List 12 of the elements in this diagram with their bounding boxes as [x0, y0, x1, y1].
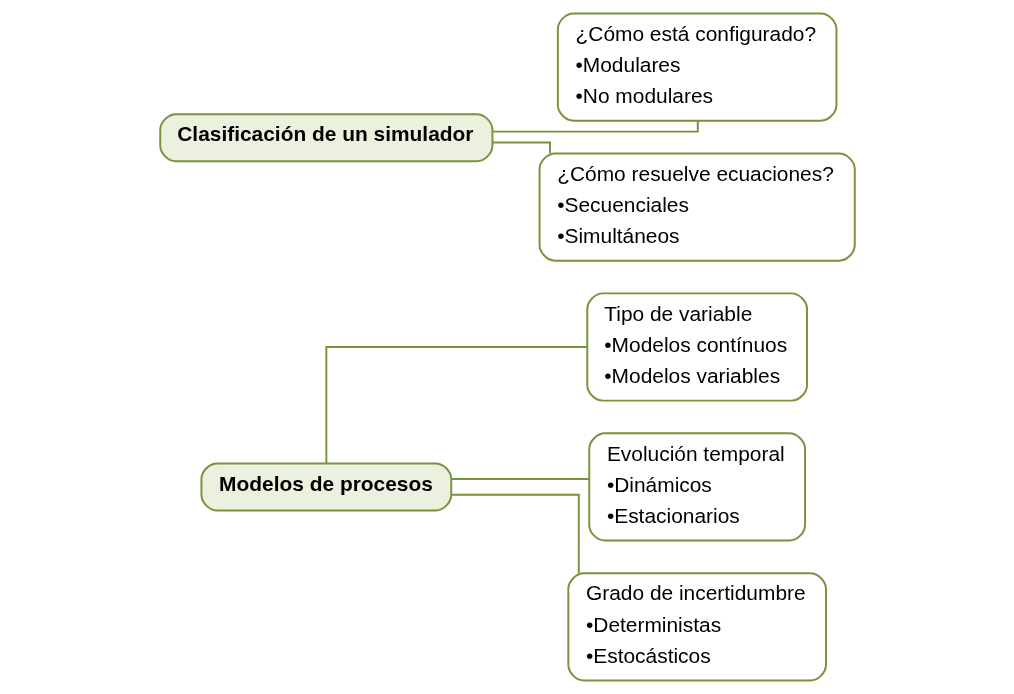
node-box: Tipo de variable •Modelos contínuos •Modelos variables — [585, 292, 808, 402]
node-box: ¿Cómo resuelve ecuaciones? •Secuenciales •Simultáneos — [538, 152, 856, 262]
node-box: Clasificación de un simulador — [158, 113, 493, 163]
connector — [324, 346, 588, 465]
connector — [491, 141, 551, 155]
node-box: ¿Cómo está configurado? •Modulares •No modulares — [556, 12, 837, 122]
connector — [449, 478, 590, 481]
node-box: Evolución temporal •Dinámicos •Estacionarios — [587, 432, 806, 542]
node-box: Modelos de procesos — [199, 462, 452, 512]
node-box: Grado de incertidumbre •Deterministas •Estocásticos — [566, 572, 827, 682]
connector — [449, 493, 580, 575]
connector — [491, 120, 699, 133]
